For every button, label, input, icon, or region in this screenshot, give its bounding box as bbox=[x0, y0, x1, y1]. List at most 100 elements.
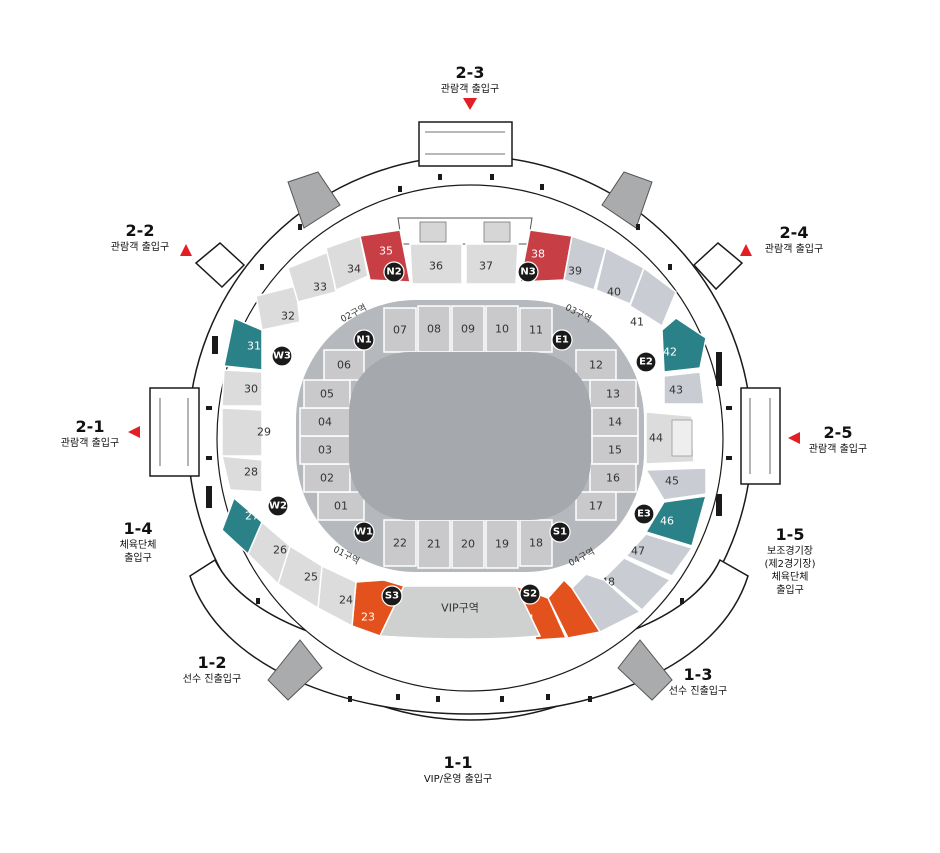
gate-label-1-3: 1-3선수 진출입구 bbox=[669, 665, 727, 697]
entry-badge-e1[interactable]: E1 bbox=[551, 329, 573, 351]
press-box-outline bbox=[397, 217, 533, 245]
section-37[interactable] bbox=[465, 243, 519, 285]
gate-number: 2-5 bbox=[824, 423, 853, 442]
section-28[interactable] bbox=[221, 455, 263, 493]
section-49[interactable] bbox=[571, 573, 642, 633]
entry-badge-w3[interactable]: W3 bbox=[271, 345, 293, 367]
press-box-seat-left bbox=[419, 221, 447, 243]
section-36[interactable] bbox=[409, 243, 463, 285]
gate-2-2-arrow bbox=[180, 244, 192, 256]
section-01[interactable] bbox=[317, 491, 365, 521]
entry-badge-circle bbox=[519, 583, 541, 605]
gate-number: 2-2 bbox=[126, 221, 155, 240]
section-05[interactable] bbox=[303, 379, 351, 409]
gate-label-1-2: 1-2선수 진출입구 bbox=[183, 653, 241, 685]
entry-badge-label: W3 bbox=[273, 351, 291, 362]
section-19-label: 19 bbox=[495, 538, 509, 551]
section-18-label: 18 bbox=[529, 537, 543, 550]
section-12[interactable] bbox=[575, 349, 617, 381]
section-45[interactable] bbox=[644, 467, 707, 501]
section-47[interactable] bbox=[624, 533, 694, 577]
section-39[interactable] bbox=[563, 234, 607, 291]
gate-description-line: (제2경기장) bbox=[765, 557, 816, 570]
entry-badge-s1[interactable]: S1 bbox=[549, 521, 571, 543]
gate-number: 1-1 bbox=[444, 753, 473, 772]
section-34-label: 34 bbox=[347, 263, 361, 276]
entry-badge-n1[interactable]: N1 bbox=[353, 329, 375, 351]
tower-northeast bbox=[601, 171, 653, 229]
section-33[interactable] bbox=[287, 250, 337, 303]
section-11[interactable] bbox=[519, 307, 553, 353]
section-07[interactable] bbox=[383, 307, 417, 353]
entry-badge-circle bbox=[383, 261, 405, 283]
section-15[interactable] bbox=[591, 435, 639, 465]
section-29[interactable] bbox=[221, 407, 263, 457]
vip-section-label: VIP구역 bbox=[441, 602, 479, 615]
section-27[interactable] bbox=[221, 496, 263, 556]
entry-badge-n2[interactable]: N2 bbox=[383, 261, 405, 283]
section-04-label: 04 bbox=[318, 416, 332, 429]
section-41[interactable] bbox=[629, 266, 677, 328]
vip-section-shape[interactable] bbox=[378, 585, 542, 640]
gate-building-details bbox=[159, 131, 771, 474]
section-32[interactable] bbox=[255, 285, 301, 331]
section-42[interactable] bbox=[661, 317, 707, 373]
gate-2-3-arrow bbox=[463, 98, 477, 110]
gate-description-line: 체육단체 bbox=[120, 539, 157, 551]
entry-badge-e3[interactable]: E3 bbox=[633, 503, 655, 525]
entry-badge-s3[interactable]: S3 bbox=[381, 585, 403, 607]
section-48[interactable] bbox=[602, 557, 672, 612]
section-17[interactable] bbox=[575, 491, 617, 521]
section-18[interactable] bbox=[519, 519, 553, 567]
section-50[interactable] bbox=[547, 578, 602, 639]
section-13[interactable] bbox=[589, 379, 637, 409]
section-46[interactable] bbox=[644, 495, 708, 547]
entry-badge-label: E1 bbox=[555, 335, 569, 346]
section-16[interactable] bbox=[589, 463, 637, 493]
entry-badge-w2[interactable]: W2 bbox=[267, 495, 289, 517]
section-02[interactable] bbox=[303, 463, 351, 493]
entry-badge-label: E2 bbox=[639, 357, 653, 368]
section-07-label: 07 bbox=[393, 324, 407, 337]
gate-2-4-arrow bbox=[740, 244, 752, 256]
gate-description-line: VIP/운영 출입구 bbox=[424, 772, 492, 785]
section-34[interactable] bbox=[325, 235, 369, 292]
entry-badge-w1[interactable]: W1 bbox=[353, 521, 375, 543]
section-31[interactable] bbox=[223, 316, 263, 371]
section-09[interactable] bbox=[451, 305, 485, 353]
section-43[interactable] bbox=[663, 371, 705, 405]
press-box-seat-right bbox=[483, 221, 511, 243]
entry-badge-circle bbox=[633, 503, 655, 525]
section-29-label: 29 bbox=[257, 426, 271, 439]
section-22-label: 22 bbox=[393, 537, 407, 550]
section-30[interactable] bbox=[221, 369, 263, 407]
entry-badge-label: W1 bbox=[355, 527, 373, 538]
section-41-label: 41 bbox=[630, 316, 644, 329]
entry-badge-n3[interactable]: N3 bbox=[517, 261, 539, 283]
gate-number: 1-3 bbox=[684, 665, 713, 684]
vip-area[interactable]: VIP구역 bbox=[378, 585, 542, 640]
gate-number: 1-4 bbox=[124, 519, 153, 538]
section-20[interactable] bbox=[451, 519, 485, 569]
entry-badge-circle bbox=[271, 345, 293, 367]
entry-badge-s2[interactable]: S2 bbox=[519, 583, 541, 605]
section-04[interactable] bbox=[299, 407, 351, 437]
section-22[interactable] bbox=[383, 519, 417, 567]
section-14[interactable] bbox=[591, 407, 639, 437]
entry-badge-e2[interactable]: E2 bbox=[635, 351, 657, 373]
section-15-label: 15 bbox=[608, 444, 622, 457]
section-36-label: 36 bbox=[429, 260, 443, 273]
gate-arrows bbox=[128, 98, 800, 444]
section-06[interactable] bbox=[323, 349, 365, 381]
entry-badge-label: E3 bbox=[637, 509, 651, 520]
section-21[interactable] bbox=[417, 519, 451, 569]
entry-badge-circle bbox=[353, 521, 375, 543]
entry-badge-label: S2 bbox=[523, 589, 537, 600]
